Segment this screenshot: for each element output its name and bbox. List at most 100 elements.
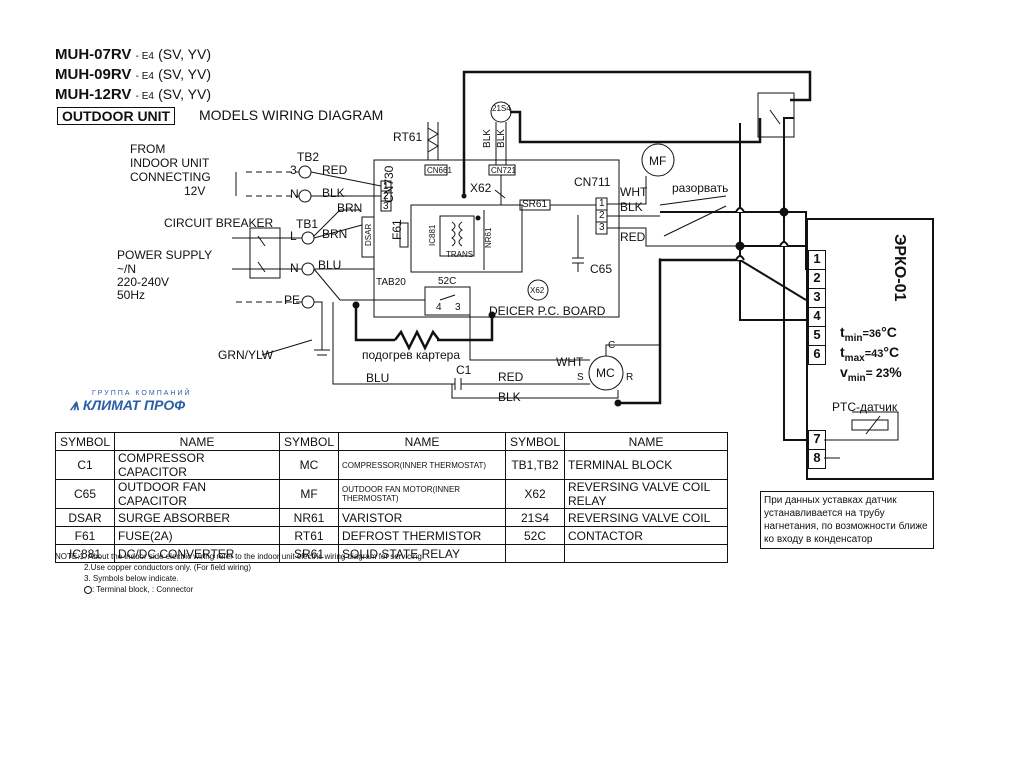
contact-3-label: 3 — [455, 302, 461, 313]
red-label-mc: RED — [498, 370, 524, 384]
s21s4-label: 21S4 — [492, 104, 511, 113]
model-line-1: MUH-07RV - E4 (SV, YV) — [55, 46, 212, 63]
term-s-label: S — [577, 372, 584, 383]
table-row: IC881 DC/DC CONVERTER SR61 SOLID STATE R… — [55, 544, 728, 563]
circuit-breaker-box — [249, 227, 281, 279]
note-line: NOTE:1. About the indoor side electric w… — [55, 552, 425, 561]
term-c-label: C — [608, 340, 616, 351]
table-cell: C65 — [55, 479, 115, 509]
erko-pin: 8 — [808, 450, 826, 469]
logo-subtitle: ГРУППА КОМПАНИЙ — [92, 390, 192, 397]
rt61-label: RT61 — [393, 130, 423, 144]
model-suffix: E4 — [141, 71, 154, 82]
model-suffix: E4 — [141, 51, 154, 62]
contact-4-label: 4 — [436, 302, 442, 313]
wire-wht-label: WHT — [620, 185, 648, 199]
diagram-title: MODELS WIRING DIAGRAM — [199, 107, 384, 123]
model-variants: (SV, YV) — [158, 46, 212, 62]
model-line-2: MUH-09RV - E4 (SV, YV) — [55, 66, 212, 83]
table-row: C1 COMPRESSOR CAPACITOR MC COMPRESSOR(IN… — [55, 450, 728, 480]
table-cell: REVERSING VALVE COIL — [564, 508, 728, 527]
model-variants: (SV, YV) — [158, 86, 212, 102]
erko-controller: ЭРКО-01 1 2 3 4 5 6 7 8 tmin=36°C tmax=4… — [806, 218, 934, 480]
symbol-table: SYMBOL NAME SYMBOL NAME SYMBOL NAME C1 C… — [55, 432, 728, 563]
wire-brn-label: BRN — [337, 201, 363, 215]
table-header: SYMBOL — [55, 432, 115, 451]
dsar-box — [361, 216, 375, 258]
table-cell: IC881 — [55, 544, 115, 563]
x62b-label: X62 — [530, 286, 545, 295]
connecting-label: CONNECTING — [130, 170, 211, 184]
table-cell: SURGE ABSORBER — [114, 508, 280, 527]
table-cell: COMPRESSOR(INNER THERMOSTAT) — [338, 450, 506, 480]
table-row: C65 OUTDOOR FAN CAPACITOR MF OUTDOOR FAN… — [55, 479, 728, 509]
grn-ylw-label: GRN/YLW — [218, 348, 274, 362]
cn721-connector — [488, 164, 516, 176]
erko-pin: 7 — [808, 430, 826, 450]
power-voltage-label: 220-240V — [117, 275, 170, 289]
ptc-sensor — [851, 419, 889, 431]
company-logo: ГРУППА КОМПАНИЙ ⩚ КЛИМАТ ПРОФ — [70, 390, 192, 414]
table-cell: COMPRESSOR CAPACITOR — [114, 450, 280, 480]
deicer-board-label: DEICER P.C. BOARD — [489, 304, 606, 318]
table-cell: SR61 — [279, 544, 339, 563]
circuit-breaker-label: CIRCUIT BREAKER — [164, 216, 274, 230]
crankcase-heater — [394, 329, 440, 351]
cn730-pin2: 2 — [383, 191, 389, 202]
table-cell: OUTDOOR FAN MOTOR(INNER THERMOSTAT) — [338, 479, 506, 509]
cn711-label: CN711 — [574, 175, 611, 189]
heater-label: подогрев картера — [362, 348, 460, 362]
table-cell: X62 — [505, 479, 565, 509]
table-cell — [564, 544, 728, 563]
cn711-pin3: 3 — [599, 222, 605, 233]
x62-label: X62 — [470, 181, 492, 195]
wire-blk3-label: BLK — [620, 200, 643, 214]
table-cell: MF — [279, 479, 339, 509]
terminal-symbol-icon — [84, 585, 92, 594]
notes-block: NOTE:1. About the indoor side electric w… — [55, 551, 424, 595]
trans-label: TRANS — [446, 250, 474, 259]
ic881-trans — [439, 215, 475, 257]
table-cell: VARISTOR — [338, 508, 506, 527]
cn711-pin2: 2 — [599, 210, 605, 221]
table-cell: DC/DC CONVERTER — [114, 544, 280, 563]
ptc-label: PTC-датчик — [832, 400, 898, 414]
power-freq-label: 50Hz — [117, 288, 146, 302]
fan-motor — [641, 143, 675, 177]
table-header: SYMBOL — [505, 432, 565, 451]
f61-label: F61 — [390, 219, 404, 240]
nr61-label: NR61 — [484, 227, 493, 248]
table-cell: 21S4 — [505, 508, 565, 527]
table-cell — [505, 544, 565, 563]
from-indoor-label: FROM — [130, 142, 166, 156]
tab20-label: TAB20 — [376, 277, 406, 288]
terminal-l-label: L — [290, 229, 297, 243]
table-row: F61 FUSE(2A) RT61 DEFROST THERMISTOR 52C… — [55, 526, 728, 545]
table-cell: MC — [279, 450, 339, 480]
table-header: SYMBOL — [279, 432, 339, 451]
dsar-label: DSAR — [364, 223, 373, 246]
model-name: MUH-09RV — [55, 66, 132, 83]
term-r-label: R — [626, 372, 634, 383]
terminal-n2-label: N — [290, 261, 299, 275]
table-row: DSAR SURGE ABSORBER NR61 VARISTOR 21S4 R… — [55, 508, 728, 527]
cn721-label: CN721 — [491, 166, 516, 175]
power-supply-label: POWER SUPPLY — [117, 248, 213, 262]
note-line: 3. Symbols below indicate. — [84, 574, 179, 583]
rt61-symbol — [427, 127, 439, 153]
erko-pin: 4 — [808, 308, 826, 327]
table-cell: 52C — [505, 526, 565, 545]
table-cell: REVERSING VALVE COIL RELAY — [564, 479, 728, 509]
model-variants: (SV, YV) — [158, 66, 212, 82]
voltage-12v-label: 12V — [184, 184, 206, 198]
unit-label: OUTDOOR UNIT — [57, 107, 176, 125]
table-cell: C1 — [55, 450, 115, 480]
indoor-unit-label: INDOOR UNIT — [130, 156, 210, 170]
blk-label-1: BLK — [481, 129, 493, 148]
logo-main: КЛИМАТ ПРОФ — [82, 397, 186, 413]
note-line-symbols: : Terminal block, : Connector — [55, 584, 424, 595]
tb1-label: TB1 — [296, 217, 319, 231]
wire-red2-label: RED — [620, 230, 646, 244]
power-phase-label: ~/N — [117, 262, 137, 276]
